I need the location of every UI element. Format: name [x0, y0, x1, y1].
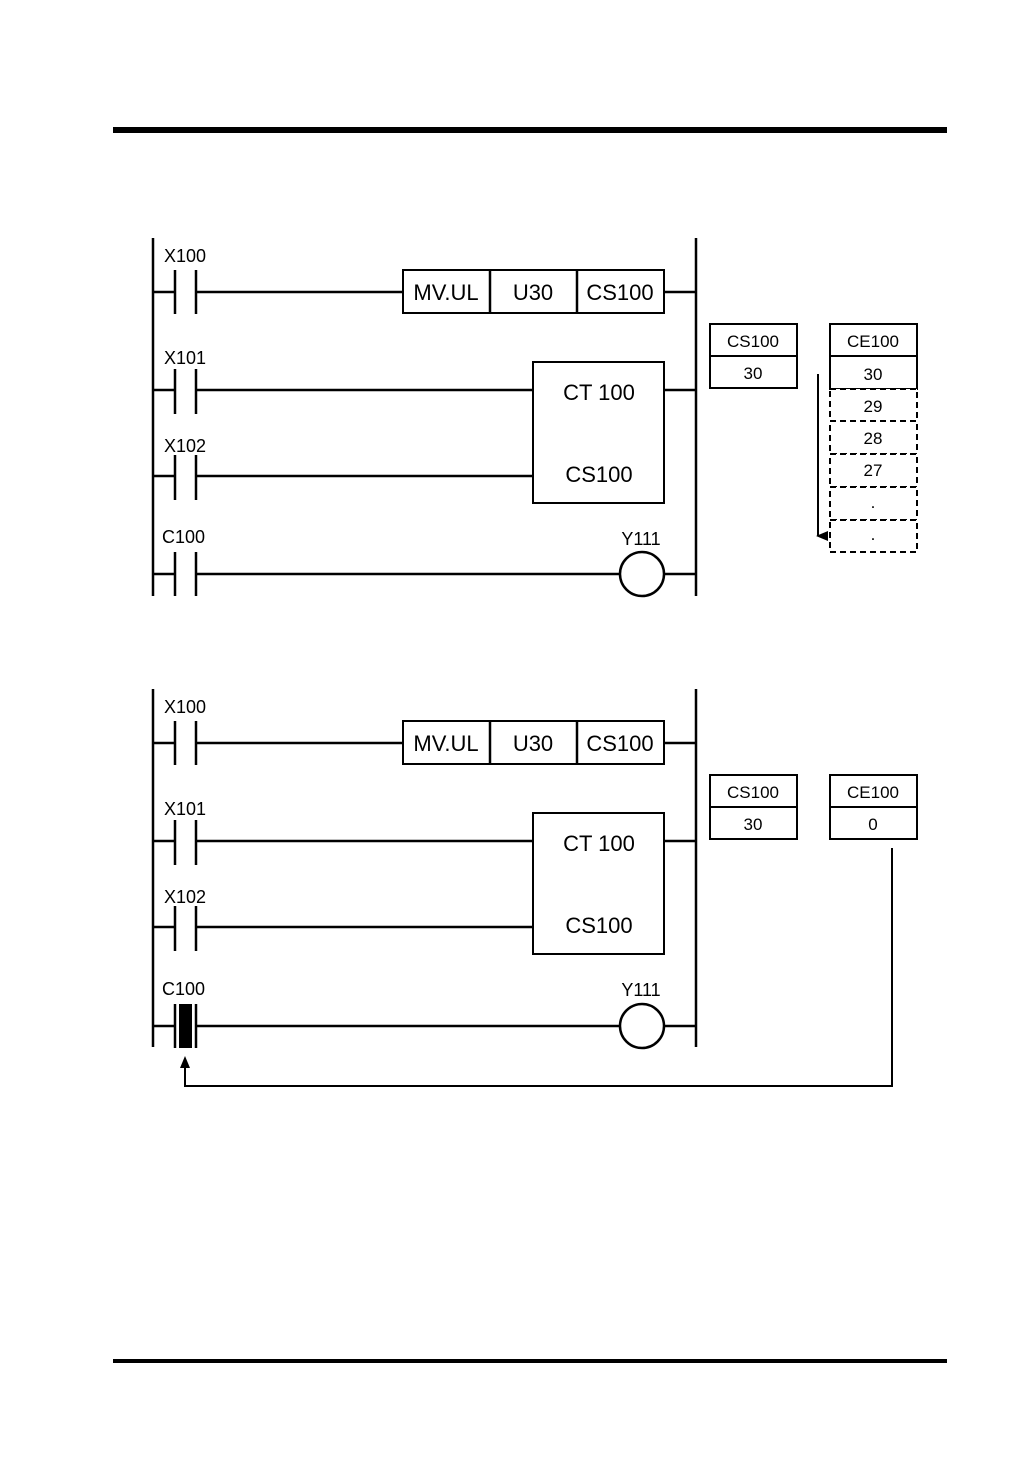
coil-symbol: [620, 552, 664, 596]
coil-symbol: [620, 1004, 664, 1048]
instr-op: MV.UL: [413, 731, 478, 756]
cs-register: CS100 30: [710, 775, 797, 839]
cs-register: CS100 30: [710, 324, 797, 388]
register-label: CE100: [847, 332, 899, 351]
coil-label: Y111: [621, 980, 660, 1000]
counter-name: CT 100: [563, 380, 635, 405]
footer-rule: [113, 1359, 947, 1363]
register-value: 28: [864, 429, 883, 448]
rung-4: C100 Y111: [153, 979, 696, 1048]
rung-3: X102: [153, 436, 533, 500]
contact-label: X102: [164, 436, 206, 456]
counter-block: CT 100 CS100: [533, 362, 664, 503]
contact-label: X101: [164, 799, 206, 819]
rung-4: C100 Y111: [153, 527, 696, 596]
feedback-arrow-head: [180, 1056, 190, 1068]
contact-label: X100: [164, 246, 206, 266]
contact-label: X100: [164, 697, 206, 717]
ce-register: CE100 0: [830, 775, 917, 839]
counter-preset: CS100: [565, 462, 632, 487]
instr-src: U30: [513, 731, 553, 756]
counter-name: CT 100: [563, 831, 635, 856]
rung-3: X102: [153, 887, 533, 951]
register-value: 30: [864, 365, 883, 384]
register-label: CS100: [727, 332, 779, 351]
mv-instruction-block: MV.UL U30 CS100: [403, 270, 664, 313]
contact-label: X102: [164, 887, 206, 907]
rung-1: X100 MV.UL U30 CS100: [153, 246, 696, 314]
register-value: 29: [864, 397, 883, 416]
coil-label: Y111: [621, 529, 660, 549]
counter-preset: CS100: [565, 913, 632, 938]
instr-src: U30: [513, 280, 553, 305]
register-value: 30: [744, 815, 763, 834]
instr-dst: CS100: [586, 280, 653, 305]
instr-dst: CS100: [586, 731, 653, 756]
rung-1: X100 MV.UL U30 CS100: [153, 697, 696, 765]
register-value: 0: [868, 815, 877, 834]
instr-op: MV.UL: [413, 280, 478, 305]
ladder-diagram-2: X100 MV.UL U30 CS100 X101: [153, 689, 917, 1086]
register-value: .: [871, 493, 876, 512]
counter-block: CT 100 CS100: [533, 813, 664, 954]
register-label: CS100: [727, 783, 779, 802]
contact-label: C100: [162, 979, 205, 999]
contact-symbol-on: [175, 1004, 196, 1048]
ladder-diagram-1: X100 MV.UL U30 CS100 X101: [153, 238, 917, 596]
register-value: 30: [744, 364, 763, 383]
contact-label: X101: [164, 348, 206, 368]
ce-register: CE100 30 29 28 27 . .: [830, 324, 917, 552]
register-value: .: [871, 525, 876, 544]
register-label: CE100: [847, 783, 899, 802]
register-value: 27: [864, 461, 883, 480]
contact-label: C100: [162, 527, 205, 547]
mv-instruction-block: MV.UL U30 CS100: [403, 721, 664, 764]
header-rule: [113, 127, 947, 133]
